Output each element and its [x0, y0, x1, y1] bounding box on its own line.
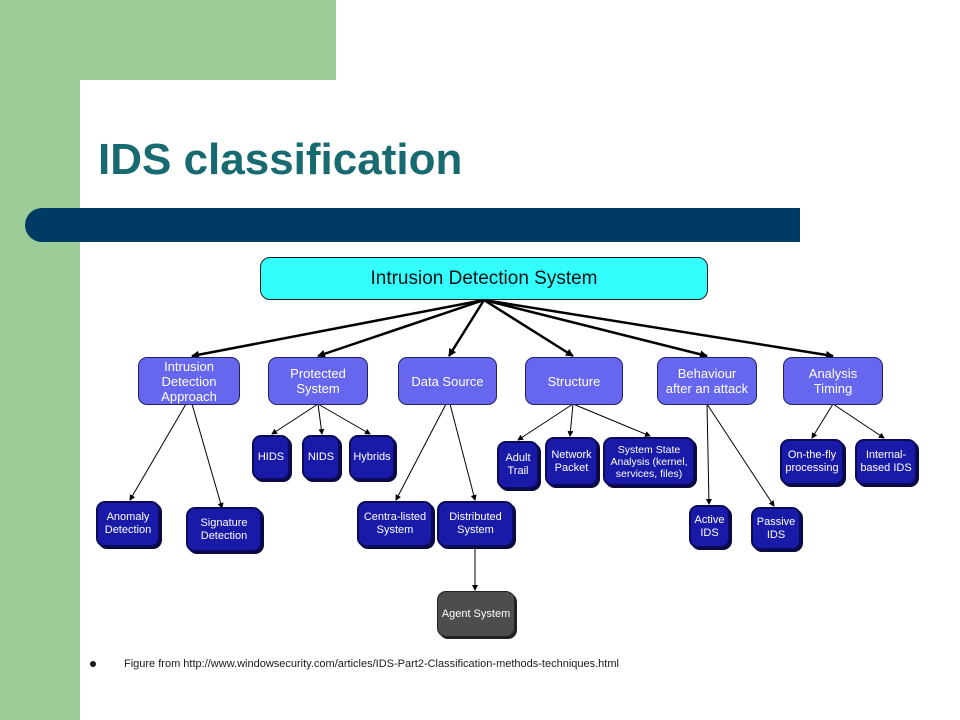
sidebar-accent: [0, 0, 80, 720]
category-protected-system: Protected System: [268, 357, 368, 405]
category-data-source: Data Source: [398, 357, 497, 405]
root-node-ids: Intrusion Detection System: [260, 257, 708, 300]
edge-root-protected: [317, 298, 485, 358]
leaf-signature-detection: Signature Detection: [186, 507, 262, 552]
slide-title: IDS classification: [98, 135, 463, 184]
leaf-adult-trail: Adult Trail: [497, 441, 539, 489]
leaf-internal-based-ids: Internal- based IDS: [855, 439, 917, 485]
edge-root-datasource: [447, 299, 486, 357]
figure-source-text: Figure from http://www.windowsecurity.co…: [124, 658, 619, 670]
category-analysis-timing: Analysis Timing: [783, 357, 883, 405]
leaf-hids: HIDS: [252, 435, 290, 480]
leaf-hybrids: Hybrids: [349, 435, 395, 480]
category-behaviour-after-attack: Behaviour after an attack: [657, 357, 757, 405]
leaf-system-state-analysis: System State Analysis (kernel, services,…: [603, 437, 695, 486]
bullet-icon: [90, 661, 96, 668]
leaf-nids: NIDS: [302, 435, 340, 480]
leaf-agent-system: Agent System: [437, 591, 515, 637]
edge-root-behaviour: [483, 298, 708, 359]
leaf-network-packet: Network Packet: [545, 437, 598, 486]
content-corner: [80, 80, 170, 170]
leaf-on-the-fly-processing: On-the-fly processing: [780, 439, 844, 485]
leaf-distributed-system: Distributed System: [437, 501, 514, 547]
category-intrusion-detection-approach: Intrusion Detection Approach: [138, 357, 240, 405]
leaf-centra-listed-system: Centra-listed System: [357, 501, 433, 547]
category-structure: Structure: [525, 357, 623, 405]
leaf-anomaly-detection: Anomaly Detection: [96, 501, 160, 547]
leaf-passive-ids: Passive IDS: [751, 507, 801, 550]
edge-root-timing: [483, 298, 834, 359]
edge-root-approach: [191, 298, 485, 359]
title-underline-bar: [25, 208, 800, 242]
leaf-active-ids: Active IDS: [689, 505, 730, 548]
edge-root-structure: [483, 298, 574, 358]
top-accent: [0, 0, 336, 80]
figure-source-note: Figure from http://www.windowsecurity.co…: [90, 658, 619, 670]
